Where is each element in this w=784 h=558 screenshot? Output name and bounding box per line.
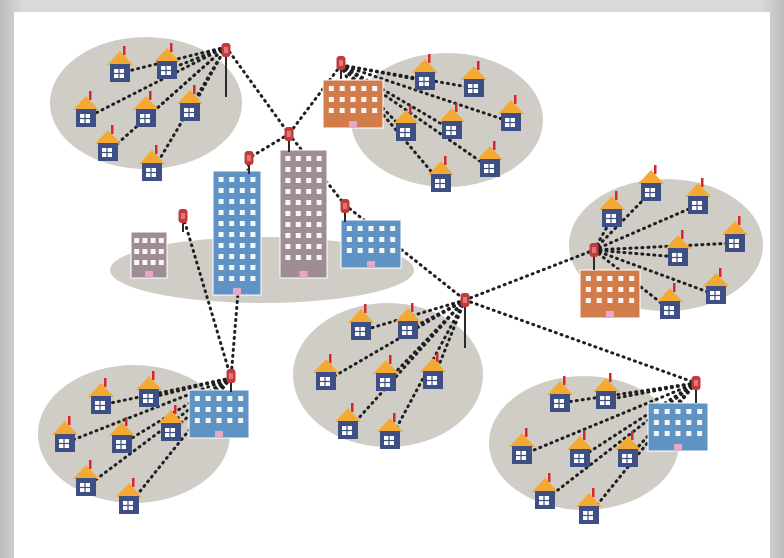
radio-tower-icon <box>589 243 599 270</box>
link-line <box>587 381 698 517</box>
house-icon <box>576 488 602 524</box>
house-icon <box>657 283 683 319</box>
radio-tower-icon <box>244 151 254 174</box>
house-icon <box>52 416 78 452</box>
house-icon <box>593 373 619 409</box>
office-tower-icon <box>212 170 262 296</box>
link-line <box>592 248 718 297</box>
apartment-building-icon <box>579 269 641 319</box>
link-line <box>463 298 698 385</box>
house-icon <box>158 405 184 441</box>
link-line <box>520 381 698 457</box>
house-icon <box>73 91 99 127</box>
house-icon <box>136 371 162 407</box>
apartment-building-icon <box>130 231 168 279</box>
link-line <box>578 381 698 460</box>
apartment-building-icon <box>340 219 402 269</box>
radio-tower-icon <box>226 369 236 392</box>
link-line <box>63 376 233 445</box>
house-icon <box>509 428 535 464</box>
link-line <box>592 190 653 252</box>
node-layer <box>52 43 748 524</box>
house-icon <box>139 145 165 181</box>
house-icon <box>722 216 748 252</box>
link-line <box>106 45 228 154</box>
house-icon <box>615 431 641 467</box>
office-tower-icon <box>279 149 328 279</box>
house-icon <box>393 105 419 141</box>
radio-tower-icon <box>284 127 294 152</box>
house-icon <box>116 478 142 514</box>
house-icon <box>95 125 121 161</box>
house-icon <box>461 61 487 97</box>
radio-tower-icon <box>460 293 470 348</box>
house-icon <box>428 156 454 192</box>
apartment-building-icon <box>322 79 384 129</box>
house-icon <box>547 376 573 412</box>
radio-tower-icon <box>340 199 350 222</box>
house-icon <box>498 95 524 131</box>
house-icon <box>412 54 438 90</box>
link-line <box>181 214 233 380</box>
apartment-building-icon <box>188 389 250 439</box>
house-icon <box>107 46 133 82</box>
house-icon <box>420 353 446 389</box>
radio-tower-icon <box>221 43 231 97</box>
house-icon <box>567 431 593 467</box>
link-line <box>324 298 467 383</box>
radio-tower-icon <box>691 376 701 403</box>
link-line <box>463 248 596 302</box>
house-icon <box>109 417 135 453</box>
house-icon <box>88 378 114 414</box>
link-line <box>99 376 233 407</box>
house-icon <box>377 413 403 449</box>
link-line <box>147 376 233 400</box>
house-icon <box>665 230 691 266</box>
house-icon <box>133 91 159 127</box>
link-line <box>84 45 228 120</box>
link-line <box>592 241 737 252</box>
house-icon <box>154 43 180 79</box>
link-line <box>339 63 513 124</box>
radio-tower-icon <box>336 56 346 79</box>
link-line <box>592 203 700 252</box>
house-icon <box>703 268 729 304</box>
house-icon <box>532 473 558 509</box>
link-line <box>247 132 291 160</box>
house-icon <box>177 85 203 121</box>
house-icon <box>638 165 664 201</box>
house-icon <box>395 303 421 339</box>
link-line <box>339 63 476 90</box>
house-icon <box>373 355 399 391</box>
link-line <box>592 248 680 259</box>
link-line <box>287 63 343 136</box>
cluster-center <box>110 237 414 303</box>
apartment-building-icon <box>647 402 709 452</box>
house-icon <box>73 460 99 496</box>
link-line <box>224 45 291 136</box>
radio-tower-icon <box>178 209 188 232</box>
link-line <box>346 298 467 432</box>
house-icon <box>685 178 711 214</box>
house-icon <box>599 191 625 227</box>
house-icon <box>335 403 361 439</box>
house-icon <box>313 354 339 390</box>
house-icon <box>348 304 374 340</box>
link-line <box>339 63 454 132</box>
house-icon <box>439 103 465 139</box>
house-icon <box>477 141 503 177</box>
